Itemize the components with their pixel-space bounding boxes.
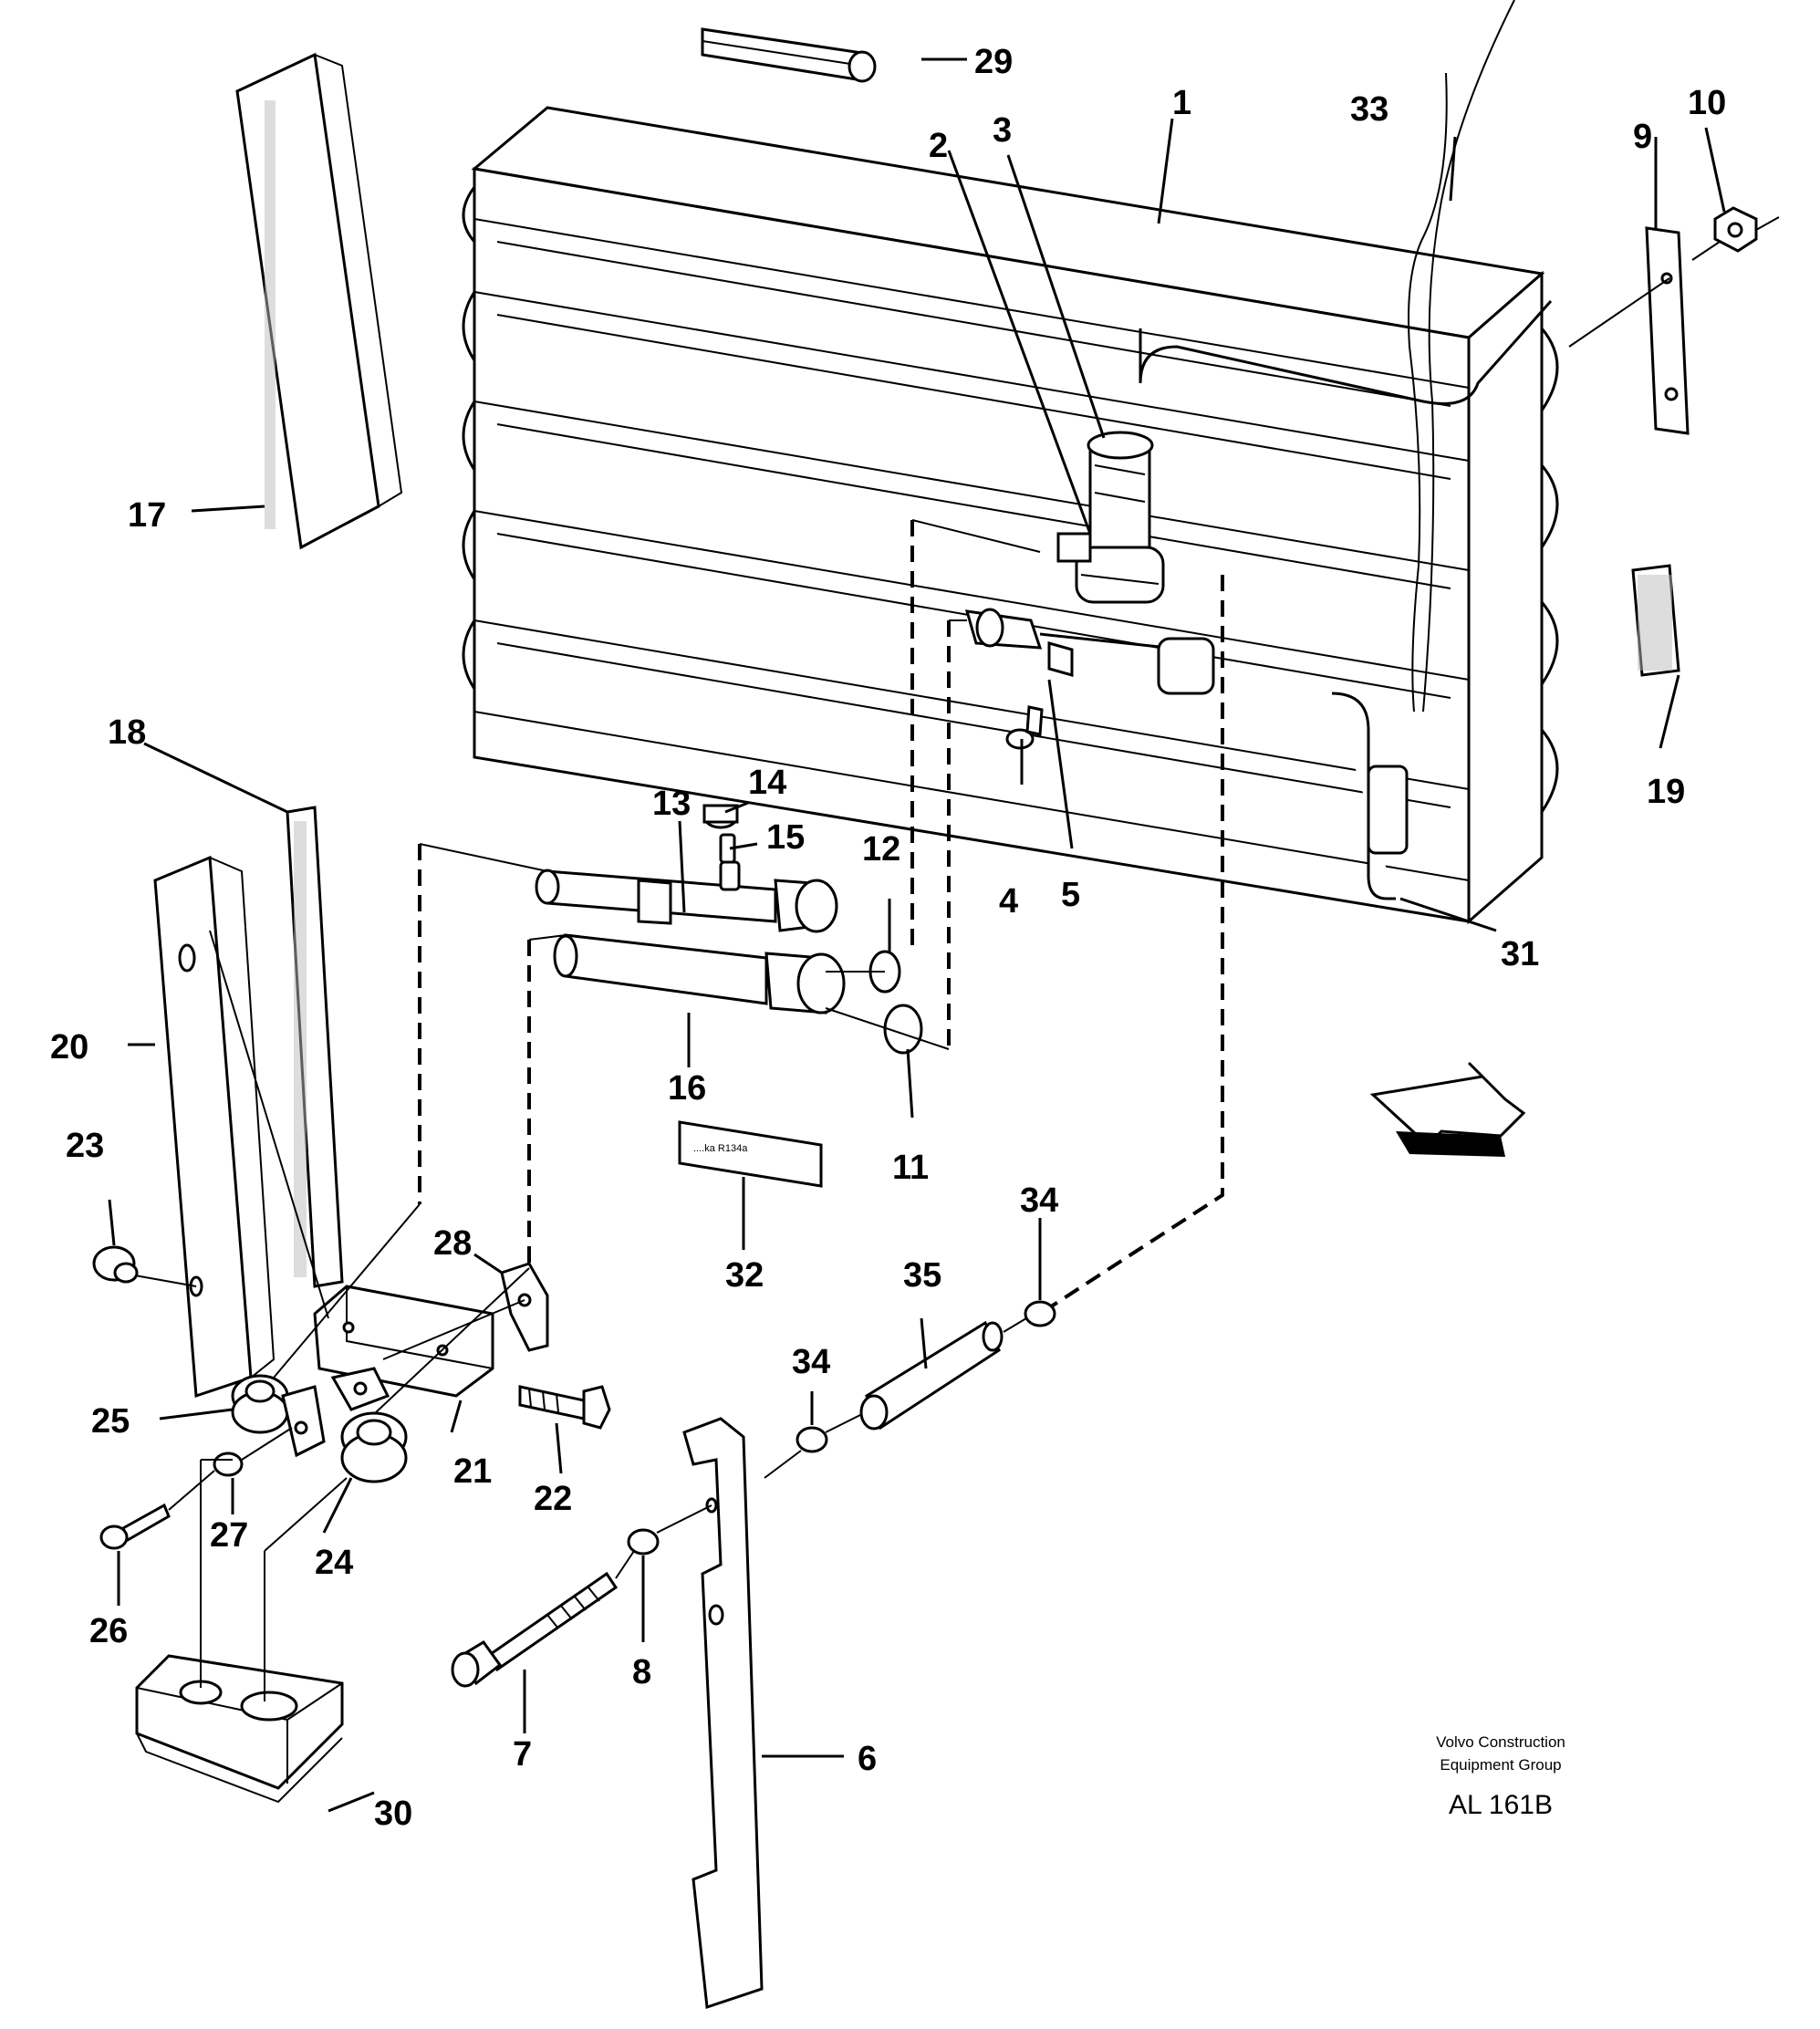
callout-29: 29 (974, 43, 1013, 81)
mounting-block-30 (135, 1654, 344, 1804)
callout-31: 31 (1501, 935, 1539, 973)
washer-27 (213, 1452, 244, 1477)
callout-3: 3 (993, 111, 1012, 150)
callout-leaders (108, 57, 1726, 1813)
grommet-23 (92, 1245, 139, 1284)
callout-2: 2 (929, 127, 948, 165)
bracket-9 (1645, 226, 1690, 435)
leader-7-8 (615, 1550, 635, 1579)
callout-4: 4 (999, 882, 1018, 921)
callout-numbers: 1 2 3 4 5 6 7 8 9 10 11 12 13 14 15 16 1… (50, 43, 1726, 1833)
pipe-assembly (964, 608, 1215, 750)
callout-25: 25 (91, 1402, 130, 1441)
callout-23: 23 (66, 1127, 104, 1165)
callout-17: 17 (128, 496, 166, 535)
callout-15: 15 (766, 818, 805, 857)
callout-18: 18 (108, 713, 146, 752)
callout-28: 28 (433, 1224, 472, 1263)
credit-line-1: Volvo Construction (1436, 1733, 1565, 1751)
leader-26-27 (168, 1470, 215, 1511)
leader-34-6 (764, 1450, 802, 1479)
sensor-tube-31 (1331, 692, 1409, 900)
spacer-tube-35 (859, 1320, 1004, 1431)
clip-28 (500, 1262, 549, 1352)
clamp-25 (231, 1374, 326, 1458)
washer-8 (627, 1528, 660, 1556)
callout-34-lower: 34 (792, 1343, 830, 1381)
callout-33: 33 (1350, 90, 1388, 129)
label-sticker-text: ....ka R134a (693, 1143, 748, 1154)
credit-block: Volvo Construction Equipment Group AL 16… (1436, 1733, 1565, 1820)
callout-14: 14 (748, 764, 786, 802)
leader-24-dash (373, 1267, 530, 1415)
leader-23-bracket (209, 930, 329, 1319)
callout-5: 5 (1061, 876, 1080, 914)
washer-34-upper (1024, 1300, 1056, 1327)
direction-arrow-icon (1369, 1061, 1526, 1157)
leader-35-34 (1003, 1317, 1027, 1333)
leader-30-clamp (264, 1477, 348, 1552)
leader-27-25 (241, 1427, 293, 1461)
callout-26: 26 (89, 1612, 128, 1650)
angle-bracket-20 (153, 855, 276, 1399)
expansion-valve-2 (1056, 431, 1165, 604)
hose-16 (553, 933, 846, 1014)
callout-6: 6 (858, 1740, 877, 1778)
nut-10 (1713, 206, 1758, 253)
callout-9: 9 (1633, 118, 1652, 156)
callout-34-upper: 34 (1020, 1181, 1058, 1220)
o-ring-11 (883, 1004, 923, 1055)
leader-28-clip (382, 1299, 525, 1360)
leader-8-plate (656, 1504, 712, 1534)
foam-strip-18 (286, 806, 344, 1288)
leader-10-bolt (1755, 216, 1780, 231)
foam-strip-17 (235, 52, 403, 550)
foam-pad-19 (1631, 564, 1680, 677)
bolt-7 (451, 1571, 619, 1688)
evaporator-core-1 (462, 106, 1559, 925)
hose-13 (535, 860, 838, 933)
drawing-code: AL 161B (1449, 1790, 1553, 1820)
callout-24: 24 (315, 1544, 353, 1582)
callout-12: 12 (862, 830, 900, 869)
credit-line-2: Equipment Group (1440, 1756, 1561, 1774)
capillary-33 (1408, 0, 1515, 713)
leader-23-hole (134, 1275, 197, 1287)
rubber-strip-29 (701, 27, 877, 83)
callout-1: 1 (1172, 84, 1191, 122)
washer-34-lower (796, 1426, 828, 1453)
bolt-22 (518, 1385, 611, 1430)
label-sticker-32: ....ka R134a (678, 1120, 823, 1188)
callout-19: 19 (1647, 773, 1685, 811)
clamp-24 (330, 1367, 408, 1483)
bracket-21 (313, 1285, 494, 1398)
leader-9-screw (1568, 277, 1670, 348)
callout-10: 10 (1688, 84, 1726, 122)
callout-16: 16 (668, 1069, 706, 1108)
callout-7: 7 (513, 1735, 532, 1774)
screw-26 (99, 1503, 171, 1550)
callout-20: 20 (50, 1028, 88, 1067)
callout-13: 13 (652, 785, 691, 823)
leader-34-35 (825, 1413, 863, 1433)
callout-30: 30 (374, 1795, 412, 1833)
mounting-plate-6 (682, 1417, 764, 2010)
leader-10-nut (1691, 241, 1721, 261)
callout-27: 27 (210, 1516, 248, 1555)
leader-25-dash (273, 1203, 421, 1379)
callout-22: 22 (534, 1480, 572, 1518)
callout-21: 21 (453, 1452, 492, 1491)
connection-lines (418, 519, 1224, 1316)
callout-35: 35 (903, 1256, 941, 1295)
callout-11: 11 (892, 1149, 929, 1187)
callout-8: 8 (632, 1653, 651, 1691)
callout-32: 32 (725, 1256, 764, 1295)
